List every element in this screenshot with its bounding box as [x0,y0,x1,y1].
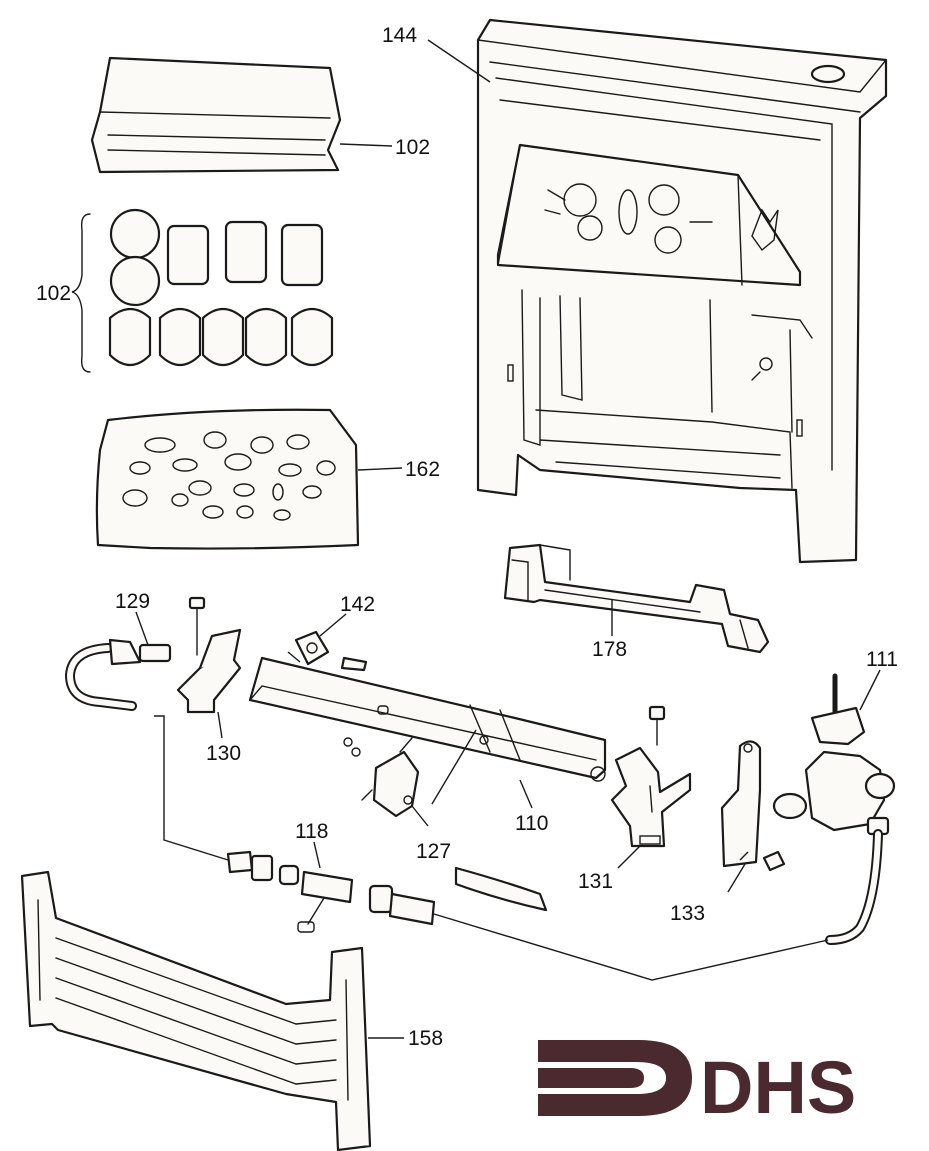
pilot-tube-129 [64,638,172,711]
label-162: 162 [405,458,440,481]
label-110: 110 [515,812,548,835]
label-130: 130 [206,742,241,765]
label-129: 129 [115,590,150,613]
valve-bracket-133 [720,740,786,872]
coal-pieces-102 [71,208,334,373]
label-118: 118 [295,820,328,843]
rear-bracket-178 [503,543,770,654]
inline-connector-118 [226,850,548,933]
burner-bar-110 [248,656,607,782]
label-142: 142 [340,593,375,616]
gas-valve-111 [772,673,896,945]
clip-142 [294,630,368,672]
label-102-top: 102 [395,136,430,159]
burner-bracket-131 [610,705,692,848]
pilot-bracket-130 [176,596,242,714]
label-111: 111 [866,648,898,671]
coal-bed-162 [95,408,360,550]
dhs-logo: DHS [538,1040,856,1129]
label-102-side: 102 [36,282,71,305]
front-fret-158 [20,870,372,1151]
label-133: 133 [670,902,705,925]
logo-text: DHS [700,1046,856,1129]
label-144: 144 [382,24,417,47]
logo-mark [538,1040,692,1116]
electrode-127 [343,737,420,818]
label-178: 178 [592,638,627,661]
label-131: 131 [578,870,613,893]
top-coal-brick-102 [90,56,342,174]
hood-ornament [544,183,779,254]
label-158: 158 [408,1027,443,1050]
label-127: 127 [416,840,451,863]
assembly-lines [154,651,829,981]
fire-front-frame-144 [476,18,888,564]
